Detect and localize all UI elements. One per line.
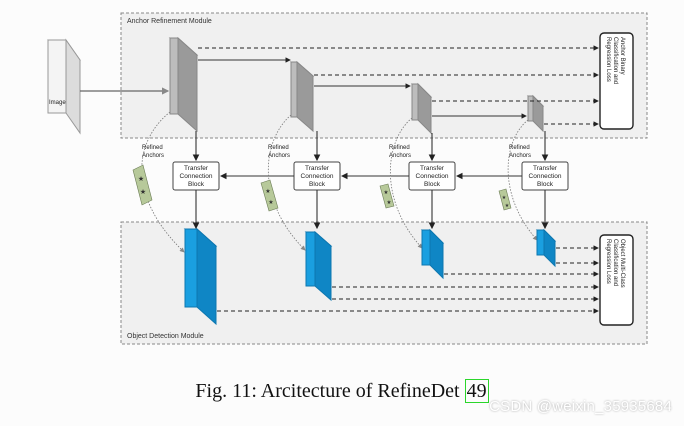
svg-text:Transfer: Transfer xyxy=(305,165,330,172)
anchor-refinement-module-label: Anchor Refinement Module xyxy=(127,18,212,25)
transfer-connection-block-4: Transfer Connection Block xyxy=(521,161,569,191)
svg-text:Connection: Connection xyxy=(416,173,449,180)
arm-feature-map-2 xyxy=(289,60,315,133)
odm-feature-map-3 xyxy=(420,228,445,280)
svg-text:★: ★ xyxy=(140,188,146,196)
odm-loss-box xyxy=(599,234,634,326)
svg-text:Connection: Connection xyxy=(180,173,213,180)
svg-text:★: ★ xyxy=(384,189,389,196)
arm-loss-line-2: Classification and xyxy=(612,37,618,84)
refined-anchors-label-2: Refined Anchors xyxy=(268,145,290,159)
svg-text:Refined: Refined xyxy=(268,145,289,151)
refined-anchor-glyph-1: ★ ★ xyxy=(132,164,153,206)
object-detection-module-label: Object Detection Module xyxy=(127,333,204,340)
transfer-connection-block-1: Transfer Connection Block xyxy=(172,161,220,191)
svg-text:Block: Block xyxy=(309,181,326,188)
anchor-refinement-module-box xyxy=(120,12,648,139)
transfer-connection-block-3: Transfer Connection Block xyxy=(408,161,456,191)
transfer-connection-block-2: Transfer Connection Block xyxy=(293,161,341,191)
refined-anchor-glyph-3: ★ ★ xyxy=(379,183,395,209)
image-label: Image xyxy=(49,100,66,106)
odm-loss-line-3: Regression Loss xyxy=(605,239,611,284)
refined-anchor-glyph-2: ★ ★ xyxy=(260,179,279,212)
svg-text:★: ★ xyxy=(268,199,273,206)
svg-text:★: ★ xyxy=(505,203,510,209)
odm-loss-line-2: Classification and xyxy=(612,239,618,286)
arm-loss-line-1: Anchor Binary xyxy=(619,37,625,75)
refined-anchor-curves xyxy=(141,111,538,253)
figure-caption: Fig. 11: Arcitecture of RefineDet 49 xyxy=(0,379,684,403)
refined-anchors-label-3: Refined Anchors xyxy=(389,145,411,159)
odm-feature-map-1 xyxy=(183,227,218,326)
odm-feature-map-2 xyxy=(304,230,333,302)
svg-text:Anchors: Anchors xyxy=(509,153,531,159)
svg-text:Anchors: Anchors xyxy=(268,153,290,159)
svg-text:Block: Block xyxy=(188,181,205,188)
svg-text:Connection: Connection xyxy=(301,173,334,180)
svg-text:Block: Block xyxy=(537,181,554,188)
arm-feature-map-3 xyxy=(410,82,433,135)
svg-text:Refined: Refined xyxy=(509,145,530,151)
svg-text:Transfer: Transfer xyxy=(184,165,209,172)
svg-text:Anchors: Anchors xyxy=(389,153,411,159)
svg-text:Refined: Refined xyxy=(142,145,163,151)
odm-loss-line-1: Object Multi-Class xyxy=(619,239,625,288)
arm-feature-map-1 xyxy=(168,36,199,133)
refined-anchors-label-4: Refined Anchors xyxy=(509,145,531,159)
arm-loss-box xyxy=(599,32,634,130)
arm-feature-map-4 xyxy=(526,94,545,133)
svg-text:Transfer: Transfer xyxy=(420,165,445,172)
svg-text:Block: Block xyxy=(424,181,441,188)
caption-text: Fig. 11: Arcitecture of RefineDet xyxy=(195,380,465,402)
odm-feature-map-4 xyxy=(535,228,557,268)
watermark: CSDN @weixin_35935684 xyxy=(489,398,672,415)
arm-loss-line-3: Regression Loss xyxy=(605,37,611,82)
citation-link[interactable]: 49 xyxy=(464,379,489,403)
svg-text:Transfer: Transfer xyxy=(533,165,558,172)
arm-loss-dashed-links xyxy=(198,45,599,127)
tcb-to-odm-arrows xyxy=(192,190,549,230)
svg-text:Connection: Connection xyxy=(529,173,562,180)
arm-to-tcb-arrows xyxy=(192,131,549,162)
refined-anchors-label-1: Refined Anchors xyxy=(142,145,164,159)
input-image: Image xyxy=(47,38,81,135)
refined-anchor-glyph-4: ★ ★ xyxy=(498,188,512,211)
svg-text:Anchors: Anchors xyxy=(142,153,164,159)
svg-text:★: ★ xyxy=(138,175,144,183)
odm-loss-dashed-links xyxy=(217,245,599,314)
svg-text:★: ★ xyxy=(265,188,270,195)
svg-text:★: ★ xyxy=(502,195,507,201)
svg-text:Refined: Refined xyxy=(389,145,410,151)
svg-text:★: ★ xyxy=(387,199,392,206)
